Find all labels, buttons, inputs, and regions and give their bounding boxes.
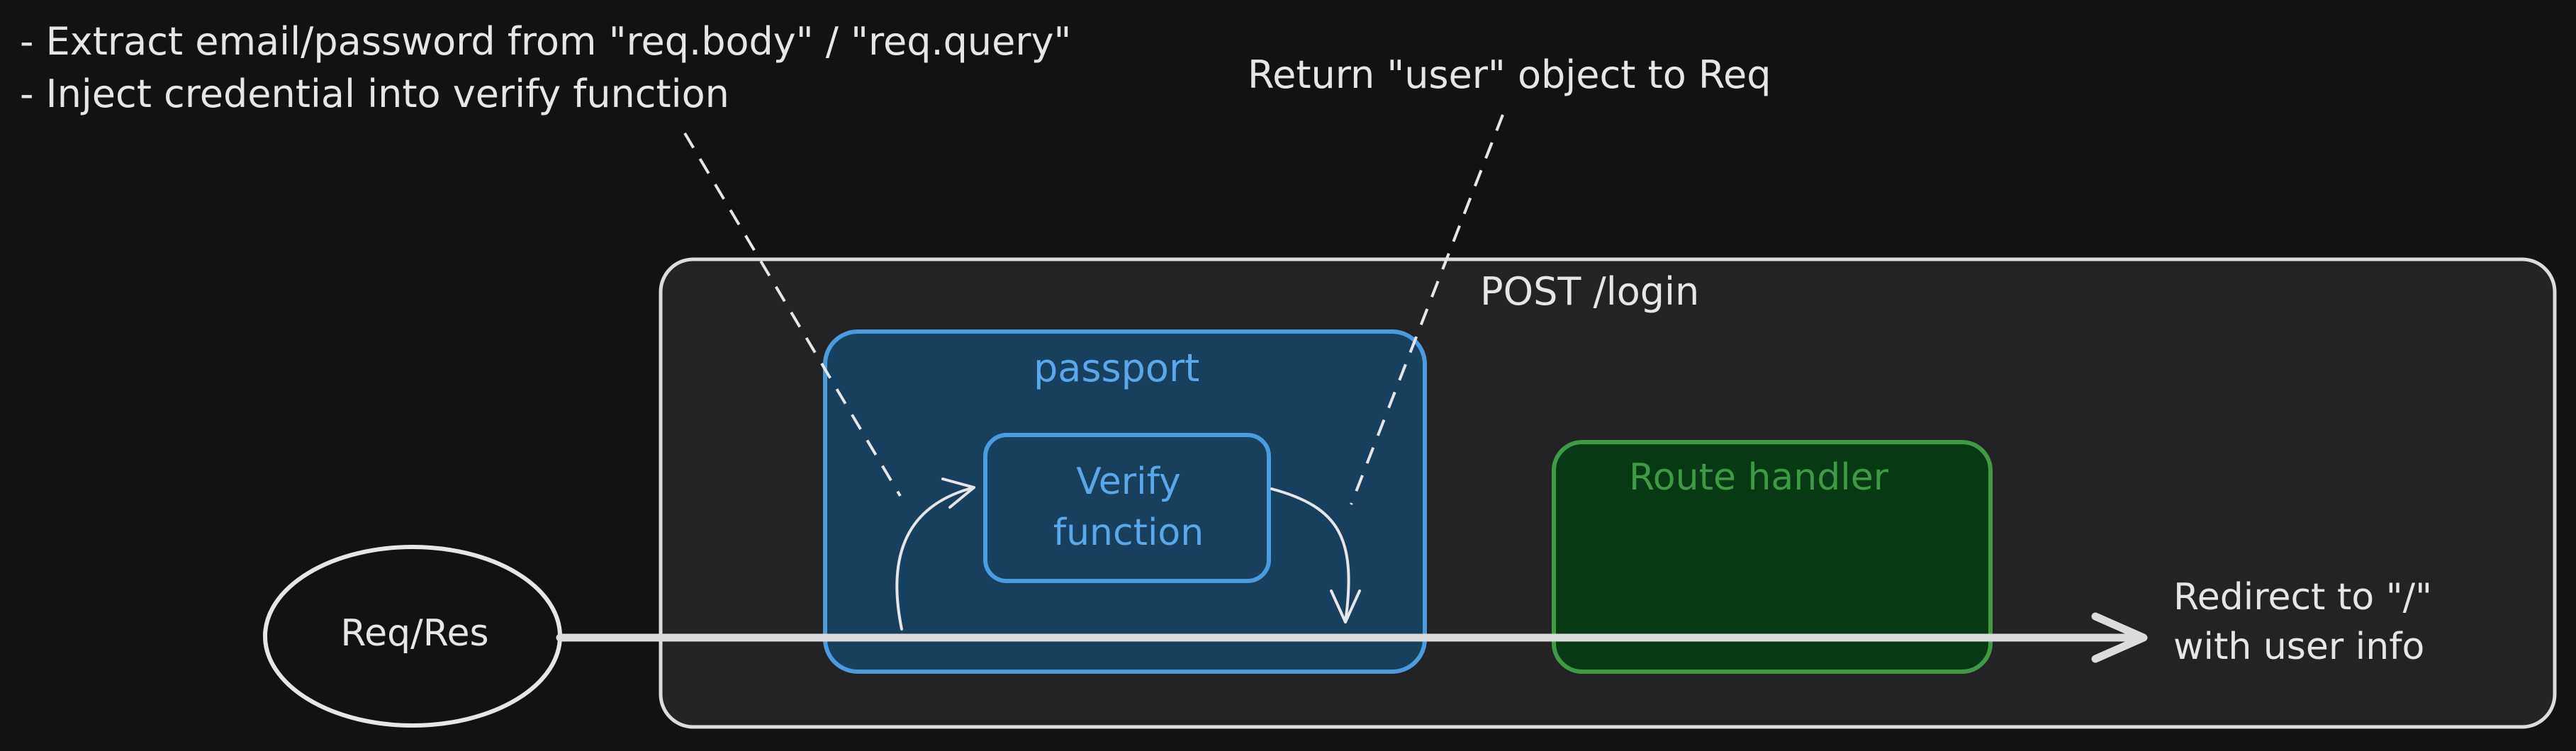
redirect-line-1: Redirect to "/" — [2173, 576, 2433, 619]
reqres-label: Req/Res — [340, 612, 489, 655]
verify-function-line-2: function — [1053, 512, 1204, 554]
passport-title: passport — [1034, 346, 1200, 390]
inject-arrowhead — [941, 478, 975, 509]
main-flow-arrowhead — [2091, 612, 2148, 663]
route-handler-box — [1552, 440, 1993, 674]
route-group-title: POST /login — [1480, 269, 1700, 314]
extract-note-line-2: - Inject credential into verify function — [20, 72, 729, 116]
extract-note-line-1: - Extract email/password from "req.body"… — [20, 19, 1072, 64]
route-handler-title: Route handler — [1629, 456, 1889, 499]
redirect-line-2: with user info — [2173, 626, 2425, 668]
inject-arrow — [895, 486, 975, 631]
extract-note: - Extract email/password from "req.body"… — [20, 16, 1071, 120]
return-note: Return "user" object to Req — [1248, 52, 1771, 97]
extract-note-connector — [683, 132, 902, 497]
return-note-connector — [1350, 114, 1504, 505]
return-arrowhead — [1330, 589, 1361, 623]
verify-function-line-1: Verify — [1076, 461, 1181, 503]
return-arrow — [1270, 487, 1350, 623]
verify-function-box — [983, 433, 1271, 583]
verify-function-label: Verify function — [987, 456, 1270, 558]
redirect-label: Redirect to "/" with user info — [2173, 572, 2432, 672]
